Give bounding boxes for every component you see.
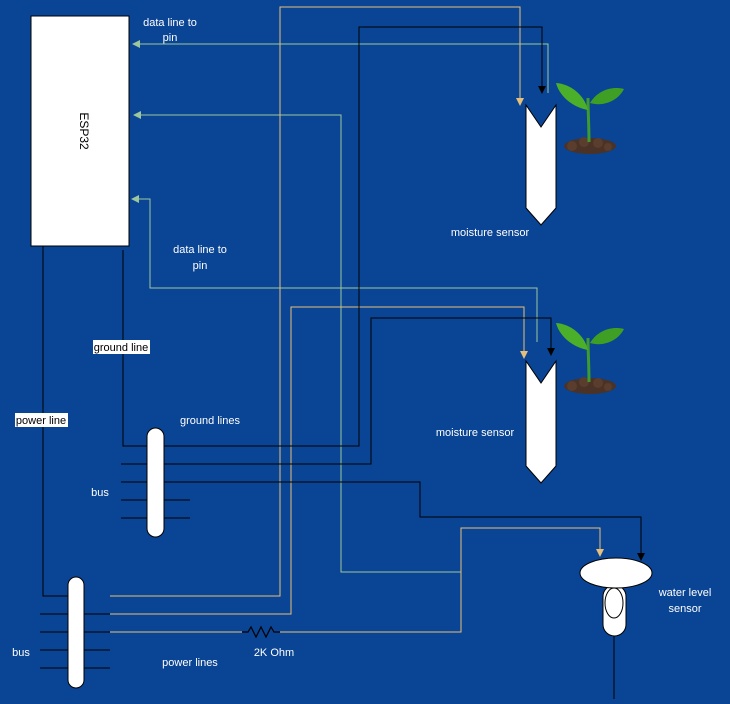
ground-line-label: ground line	[94, 342, 148, 354]
moisture-sensor-2	[525, 359, 557, 484]
data-line-label-top-1: data line to	[143, 17, 197, 29]
ground-line-sensor2	[164, 317, 555, 465]
power-line-sensor1	[110, 6, 524, 597]
power-bus-label: bus	[12, 647, 30, 659]
esp32-ground-line	[122, 250, 147, 447]
esp32-power-line	[42, 246, 68, 597]
resistor-label: 2K Ohm	[254, 647, 294, 659]
data-line-sensor2	[131, 195, 538, 342]
ground-line-label-bg	[93, 340, 150, 354]
ground-line-sensor1	[164, 26, 546, 447]
esp32-label: ESP32	[77, 112, 91, 150]
moisture-sensor-2-label: moisture sensor	[436, 427, 515, 439]
data-line-label-mid-1: data line to	[173, 244, 227, 256]
data-line-label-top-2: pin	[163, 32, 178, 44]
power-line-label-bg	[15, 413, 68, 427]
resistor-symbol	[242, 625, 280, 639]
ground-lines-label: ground lines	[180, 415, 240, 427]
data-line-label-mid-2: pin	[193, 260, 208, 272]
ground-line-water	[164, 481, 645, 561]
plant-2-icon	[556, 323, 624, 394]
ground-bus	[146, 427, 165, 538]
esp32-board	[30, 15, 130, 247]
power-line-label: power line	[16, 415, 66, 427]
water-level-sensor	[579, 557, 653, 699]
data-line-sensor1	[132, 40, 549, 93]
power-bus	[67, 576, 85, 689]
water-sensor-label-2: sensor	[668, 603, 701, 615]
ground-bus-label: bus	[91, 487, 109, 499]
power-lines-label: power lines	[162, 657, 218, 669]
power-line-water	[280, 527, 604, 633]
plant-1-icon	[556, 83, 624, 154]
data-line-water-sensor	[133, 111, 461, 573]
water-sensor-label-1: water level	[658, 587, 712, 599]
moisture-sensor-1	[525, 103, 557, 226]
moisture-sensor-1-label: moisture sensor	[451, 227, 530, 239]
power-line-sensor2	[110, 306, 528, 615]
